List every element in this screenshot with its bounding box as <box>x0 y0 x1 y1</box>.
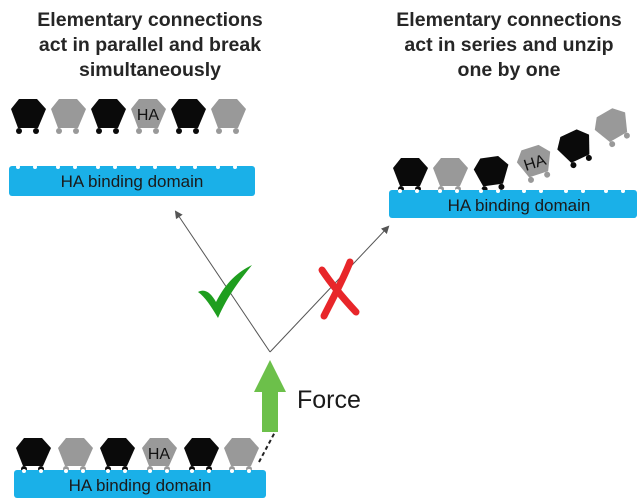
hexagon-unit-dark <box>184 438 219 472</box>
hexagon-unit-light <box>211 99 246 134</box>
hexagon-unit-ha: HA <box>142 438 177 472</box>
bottom-chain: HA <box>16 438 259 472</box>
left-title: Elementary connections act in parallel a… <box>37 9 263 81</box>
force-arrow <box>254 360 286 432</box>
left-branch-arrow <box>174 210 271 353</box>
hexagon-unit-ha: HA <box>131 99 166 134</box>
right-domain-label: HA binding domain <box>448 196 591 215</box>
hexagon-unit-ha: HA <box>516 144 551 183</box>
right-title-line-2: act in series and unzip <box>404 34 613 56</box>
hexagon-unit-dark <box>100 438 135 472</box>
hexagon-unit-dark <box>557 129 592 169</box>
force-label: Force <box>297 386 361 414</box>
left-domain-label: HA binding domain <box>61 172 204 191</box>
hexagon-unit-dark <box>11 99 46 134</box>
branch-lines <box>174 210 390 353</box>
left-title-line-3: simultaneously <box>79 59 221 81</box>
hexagon-unit-light <box>224 438 259 472</box>
series-chain: HA <box>393 108 630 193</box>
hexagon-unit-dark <box>16 438 51 472</box>
cross-icon <box>318 258 360 320</box>
left-title-line-2: act in parallel and break <box>39 34 261 56</box>
right-title-line-3: one by one <box>458 59 561 81</box>
check-icon <box>198 265 252 318</box>
right-title: Elementary connections act in series and… <box>396 9 622 81</box>
bottom-domain-label: HA binding domain <box>69 476 212 495</box>
binding-site-dots <box>22 469 251 473</box>
hexagon-unit-light <box>51 99 86 134</box>
binding-site-dots <box>16 165 237 169</box>
ha-label: HA <box>137 107 160 124</box>
hexagon-unit-dark <box>171 99 206 134</box>
right-domain-bar: HA binding domain <box>389 189 637 218</box>
hexagon-unit-light <box>594 108 630 148</box>
hexagon-unit-dark <box>91 99 126 134</box>
hexagon-unit-dark <box>473 156 509 193</box>
ha-label: HA <box>522 152 549 175</box>
ha-label: HA <box>148 446 171 463</box>
binding-site-dots <box>398 189 625 193</box>
hexagon-unit-dark <box>393 158 428 192</box>
left-domain-bar: HA binding domain <box>9 165 255 196</box>
right-branch-arrow <box>269 225 390 353</box>
right-title-line-1: Elementary connections <box>396 9 622 31</box>
parallel-chain: HA <box>11 99 246 134</box>
hexagon-unit-light <box>433 158 468 192</box>
hexagon-unit-light <box>58 438 93 472</box>
bottom-domain-bar: HA binding domain <box>14 469 266 498</box>
left-title-line-1: Elementary connections <box>37 9 263 31</box>
pulling-tether <box>258 431 276 463</box>
